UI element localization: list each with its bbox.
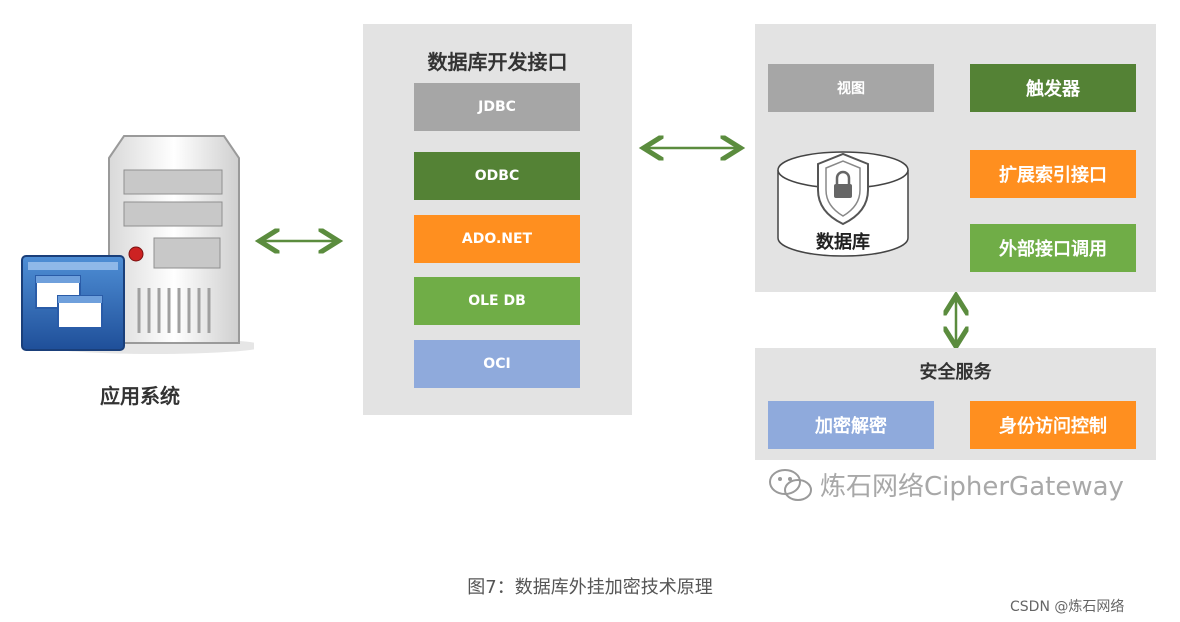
- dev-interface-title: 数据库开发接口: [427, 50, 568, 74]
- wechat-icon: [768, 468, 814, 504]
- trigger-box: 触发器: [970, 64, 1136, 112]
- external-call-box: 外部接口调用: [970, 224, 1136, 272]
- credit-text: CSDN @炼石网络: [1010, 599, 1125, 615]
- oledb-box: OLE DB: [414, 277, 580, 325]
- adonet-box: ADO.NET: [414, 215, 580, 263]
- oci-box: OCI: [414, 340, 580, 388]
- odbc-box: ODBC: [414, 152, 580, 200]
- application-server-icon: [14, 128, 264, 358]
- figure-caption: 图7：数据库外挂加密技术原理: [467, 577, 713, 598]
- index-extension-box: 扩展索引接口: [970, 150, 1136, 198]
- security-title: 安全服务: [919, 362, 992, 383]
- database-label: 数据库: [816, 232, 870, 253]
- identity-access-box: 身份访问控制: [970, 401, 1136, 449]
- view-box: 视图: [768, 64, 934, 112]
- application-system-label: 应用系统: [100, 384, 180, 408]
- database-cylinder-icon: [776, 150, 910, 260]
- watermark-text: 炼石网络CipherGateway: [820, 472, 1124, 502]
- encrypt-decrypt-box: 加密解密: [768, 401, 934, 449]
- jdbc-box: JDBC: [414, 83, 580, 131]
